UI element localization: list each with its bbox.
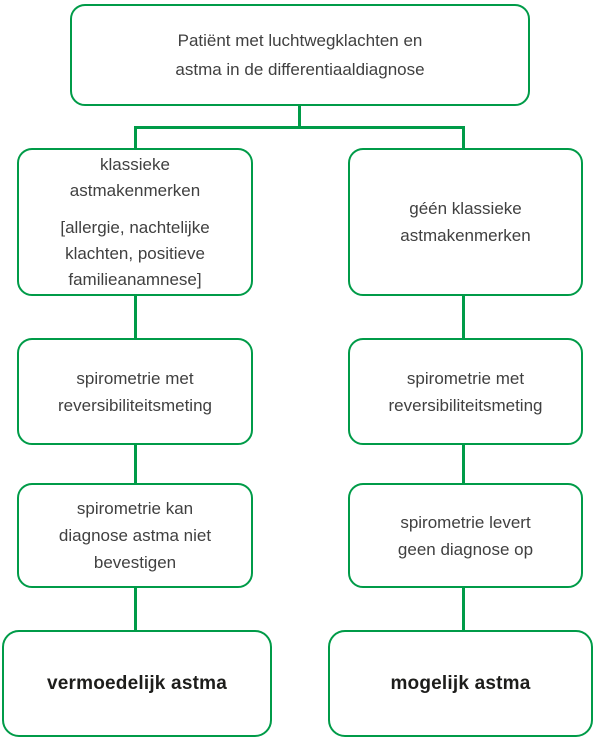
node-geen-diagnose-line: spirometrie levert: [400, 512, 531, 532]
node-klassieke-line: familieanamnese]: [68, 269, 202, 289]
node-patient-line: astma in de differentiaaldiagnose: [175, 60, 425, 79]
node-mogelijk-astma: mogelijk astma: [328, 630, 593, 737]
node-geen-diagnose-line: geen diagnose op: [397, 539, 534, 559]
node-klassieke-line: astmakenmerken: [69, 180, 201, 200]
connector-left-2: [134, 443, 137, 485]
node-niet-bevestigen-line: spirometrie kan: [76, 499, 194, 518]
node-spirometrie-links-line: reversibiliteitsmeting: [58, 395, 212, 415]
node-geen-diagnose: spirometrie levert geen diagnose op: [348, 483, 583, 588]
node-niet-bevestigen-line: bevestigen: [93, 553, 177, 572]
node-klassieke-title: klassieke astmakenmerken: [70, 152, 200, 204]
node-klassieke-line: klachten, positieve: [65, 243, 205, 263]
node-spirometrie-rechts-line: reversibiliteitsmeting: [388, 395, 543, 415]
connector-right-1: [462, 294, 465, 340]
node-klassieke-astmakenmerken: klassieke astmakenmerken [allergie, nach…: [17, 148, 253, 296]
node-vermoedelijk-astma: vermoedelijk astma: [2, 630, 272, 737]
node-patient-line: Patiënt met luchtwegklachten en: [177, 31, 423, 50]
node-geen-klassieke-line: géén klassieke: [409, 199, 522, 218]
node-vermoedelijk-astma-label: vermoedelijk astma: [47, 672, 227, 694]
node-mogelijk-astma-label: mogelijk astma: [390, 672, 531, 694]
node-geen-klassieke-astmakenmerken: géén klassieke astmakenmerken: [348, 148, 583, 296]
node-spirometrie-links-line: spirometrie met: [76, 368, 194, 388]
node-klassieke-line: klassieke: [100, 154, 170, 174]
connector-right-2: [462, 443, 465, 485]
connector-branch-right-drop: [462, 126, 465, 150]
connector-left-1: [134, 294, 137, 340]
connector-branch-left-drop: [134, 126, 137, 150]
node-patient: Patiënt met luchtwegklachten en astma in…: [70, 4, 530, 106]
connector-root-stem: [298, 105, 301, 128]
connector-branch-bar: [134, 126, 465, 129]
connector-right-3: [462, 586, 465, 632]
node-niet-bevestigen-line: diagnose astma niet: [58, 526, 212, 545]
node-spirometrie-rechts: spirometrie met reversibiliteitsmeting: [348, 338, 583, 445]
node-spirometrie-links: spirometrie met reversibiliteitsmeting: [17, 338, 253, 445]
node-spirometrie-rechts-line: spirometrie met: [406, 368, 525, 388]
connector-left-3: [134, 586, 137, 632]
node-geen-klassieke-line: astmakenmerken: [400, 226, 531, 245]
node-klassieke-detail: [allergie, nachtelijke klachten, positie…: [60, 215, 209, 293]
node-spirometrie-niet-bevestigen: spirometrie kan diagnose astma niet beve…: [17, 483, 253, 588]
node-klassieke-line: [allergie, nachtelijke: [60, 217, 210, 237]
